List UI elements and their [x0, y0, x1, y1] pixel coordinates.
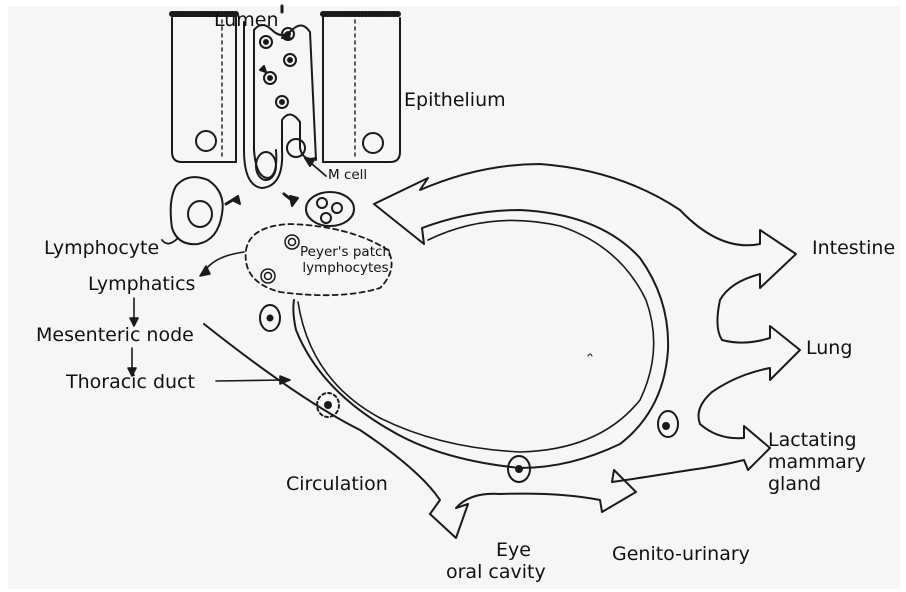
lymphatic-pathway-arrows [128, 252, 290, 384]
lung-label: Lung [806, 338, 852, 360]
lymphocyte-label: Lymphocyte [44, 238, 159, 260]
epithelium-label: Epithelium [404, 90, 506, 112]
eye-label: Eye [446, 540, 546, 562]
lactating-label: Lactating [768, 430, 866, 452]
eye-oral-cavity-label: Eye oral cavity [446, 540, 546, 584]
m-cell-label: M cell [328, 168, 367, 184]
mesenteric-node-label: Mesenteric node [36, 325, 194, 347]
antigen-cell-cluster [284, 192, 354, 226]
lactating-mammary-gland-label: Lactating mammary gland [768, 430, 866, 496]
gland-label: gland [768, 474, 866, 496]
circulation-label: Circulation [286, 474, 388, 496]
thoracic-duct-label: Thoracic duct [66, 372, 195, 394]
peyers-patch-label-line2: lymphocytes [300, 261, 391, 277]
oral-cavity-label: oral cavity [446, 562, 546, 584]
lymphocyte-cell [162, 177, 240, 244]
m-cell [244, 6, 326, 188]
intestine-label: Intestine [812, 238, 895, 260]
mammary-label: mammary [768, 452, 866, 474]
lymphatics-label: Lymphatics [88, 274, 195, 296]
lumen-label: Lumen [214, 10, 279, 32]
peyers-patch-label-line1: Peyer's patch [300, 245, 391, 261]
genito-urinary-label: Genito-urinary [612, 544, 750, 566]
peyers-patch-label: Peyer's patch lymphocytes [300, 245, 391, 276]
